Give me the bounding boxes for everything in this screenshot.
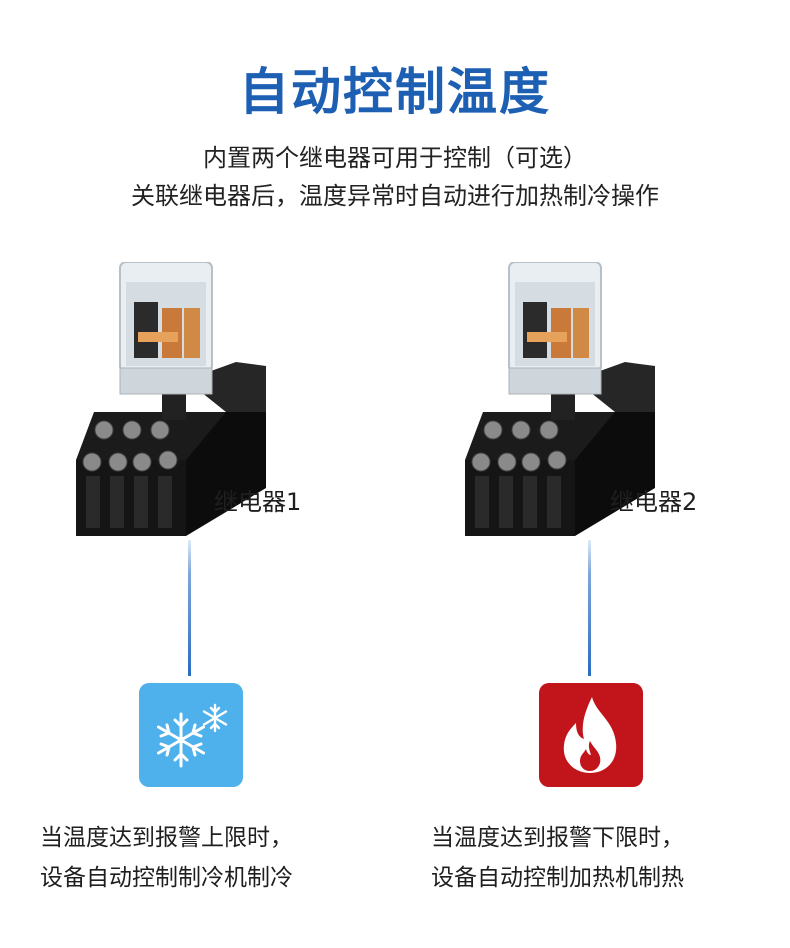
heating-badge	[539, 683, 643, 787]
subtitle-line-1: 内置两个继电器可用于控制（可选）	[203, 144, 587, 172]
relay-1-label: 继电器1	[214, 488, 302, 516]
relay-2-desc-line-1: 当温度达到报警下限时，	[431, 825, 684, 851]
relay-2-desc-line-2: 设备自动控制加热机制热	[431, 865, 684, 891]
relay-2-description: 当温度达到报警下限时， 设备自动控制加热机制热	[431, 818, 684, 898]
relay-1-desc-line-1: 当温度达到报警上限时，	[40, 825, 293, 851]
connector-line-2	[588, 540, 591, 676]
cooling-badge	[139, 683, 243, 787]
subtitle-line-2: 关联继电器后，温度异常时自动进行加热制冷操作	[131, 182, 659, 210]
page-title: 自动控制温度	[239, 63, 551, 121]
relay-1-desc-line-2: 设备自动控制制冷机制冷	[40, 865, 293, 891]
snowflake-icon	[157, 703, 228, 768]
relay-1-image	[76, 261, 266, 546]
relay-1-description: 当温度达到报警上限时， 设备自动控制制冷机制冷	[40, 818, 293, 898]
relay-2-image	[465, 261, 655, 546]
flame-icon	[563, 697, 617, 773]
connector-line-1	[188, 540, 191, 676]
relay-2-label: 继电器2	[610, 488, 698, 516]
